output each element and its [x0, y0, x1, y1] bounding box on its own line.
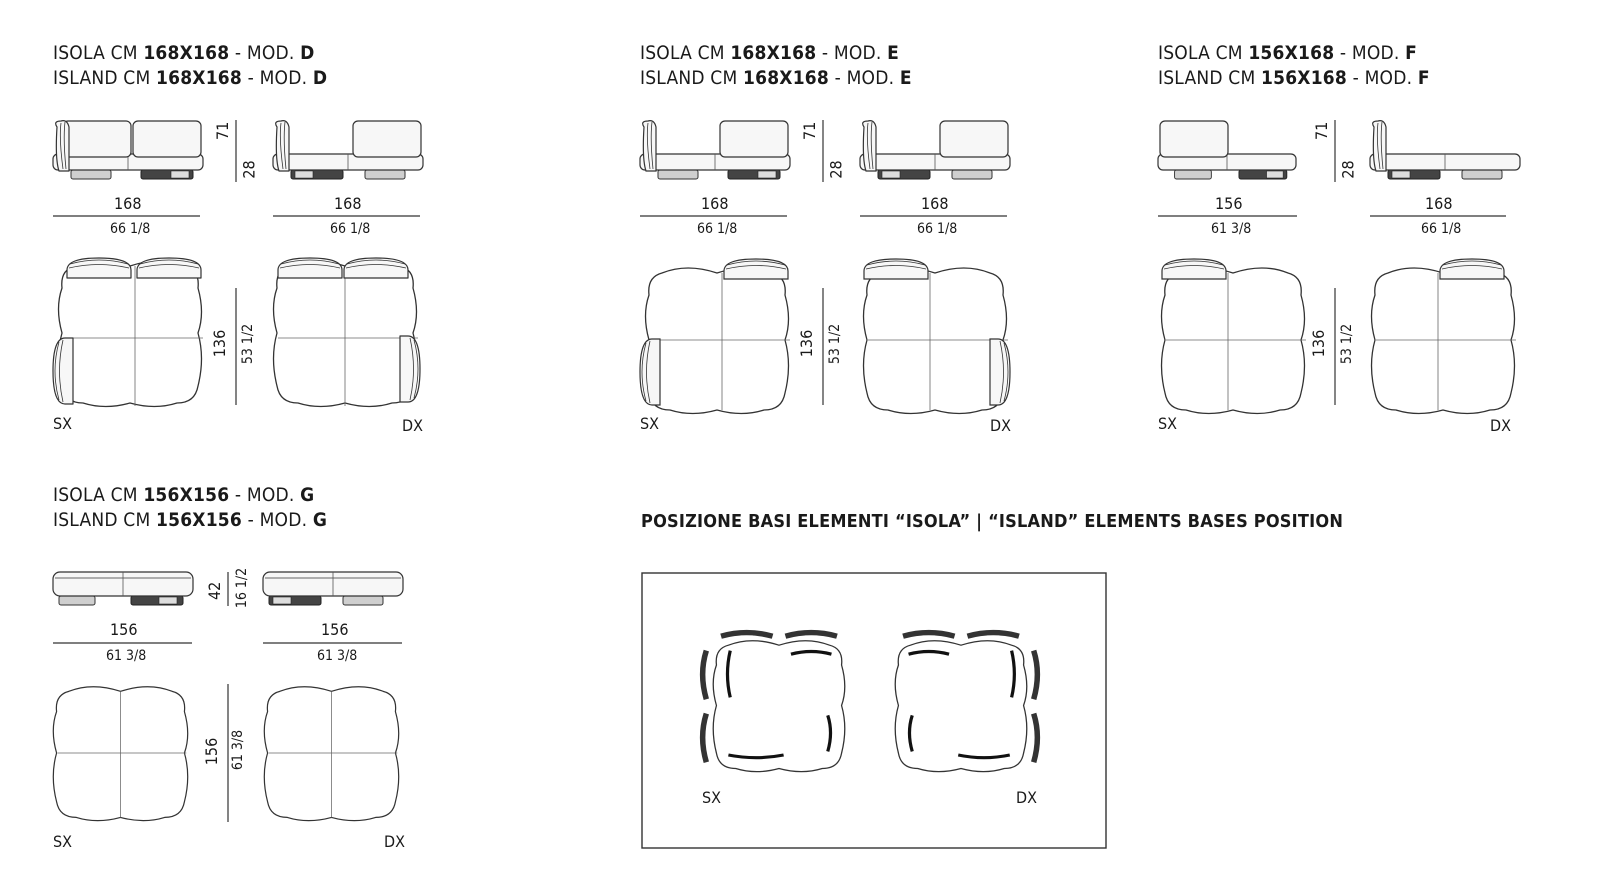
width-cm-dx: 168	[1425, 194, 1453, 213]
side-view-dx	[859, 119, 1011, 180]
side-view-sx	[52, 571, 194, 606]
bases-plan-dx	[894, 629, 1041, 773]
title-island: ISLAND CM 168X168 - MOD. D	[53, 67, 328, 89]
side-view-dx	[262, 571, 404, 606]
sx-label: SX	[1158, 414, 1177, 433]
dx-label: DX	[402, 416, 423, 435]
sx-label: SX	[53, 832, 72, 851]
depth-cm: 136	[1309, 329, 1329, 358]
title-isola: ISOLA CM 156X156 - MOD. G	[53, 484, 315, 506]
width-cm-sx: 156	[1215, 194, 1243, 213]
side-view-dx	[272, 119, 424, 180]
height-cm: 71	[800, 121, 819, 140]
top-view-sx	[52, 686, 189, 822]
depth-cm: 136	[797, 329, 817, 358]
depth-in: 53 1/2	[827, 323, 844, 365]
top-view-dx	[272, 257, 421, 408]
dx-label: DX	[990, 416, 1011, 435]
title-mod-e: ISOLA CM 168X168 - MOD. E ISLAND CM 168X…	[640, 41, 912, 91]
seat-cm: 28	[239, 160, 259, 179]
sx-label: SX	[640, 414, 659, 433]
title-island: ISLAND CM 168X168 - MOD. E	[640, 67, 912, 89]
width-cm-dx: 168	[334, 194, 362, 213]
width-cm-dx: 168	[921, 194, 949, 213]
top-view-sx	[52, 257, 203, 408]
bases-position-box	[641, 572, 1107, 849]
width-cm-sx: 168	[701, 194, 729, 213]
side-view-sx	[639, 119, 791, 180]
side-view-sx	[52, 119, 204, 180]
bases-heading: POSIZIONE BASI ELEMENTI “ISOLA” | “ISLAN…	[641, 511, 1344, 532]
top-view-dx	[263, 686, 400, 822]
seat-cm: 28	[826, 160, 846, 179]
module-e-drawings	[639, 119, 1011, 415]
module-g-drawings	[52, 571, 404, 822]
title-isola: ISOLA CM 168X168 - MOD. D	[53, 42, 315, 64]
title-mod-d: ISOLA CM 168X168 - MOD. D ISLAND CM 168X…	[53, 41, 327, 91]
seat-cm: 28	[1338, 160, 1358, 179]
width-in-sx: 66 1/8	[110, 221, 151, 237]
module-d-drawings	[52, 119, 424, 408]
side-view-sx	[1157, 120, 1297, 180]
top-view-dx	[1370, 258, 1516, 415]
side-view-dx	[1369, 119, 1521, 180]
width-cm-sx: 156	[110, 620, 138, 639]
depth-cm: 136	[210, 329, 230, 358]
top-view-sx	[1160, 258, 1306, 415]
height-cm: 71	[1312, 121, 1331, 140]
dx-label: DX	[384, 832, 405, 851]
width-in-sx: 66 1/8	[697, 221, 738, 237]
bases-dx-label: DX	[1016, 788, 1037, 807]
depth-in: 61 3/8	[230, 729, 247, 771]
top-view-dx	[862, 258, 1011, 415]
width-in-dx: 66 1/8	[1421, 221, 1462, 237]
title-mod-f: ISOLA CM 156X168 - MOD. F ISLAND CM 156X…	[1158, 41, 1430, 91]
title-island: ISLAND CM 156X168 - MOD. F	[1158, 67, 1430, 89]
width-in-sx: 61 3/8	[1211, 221, 1252, 237]
depth-in: 53 1/2	[1339, 323, 1356, 365]
title-isola: ISOLA CM 168X168 - MOD. E	[640, 42, 900, 64]
title-island: ISLAND CM 156X156 - MOD. G	[53, 509, 328, 531]
top-view-sx	[639, 258, 790, 415]
width-in-dx: 61 3/8	[317, 648, 358, 664]
depth-in: 53 1/2	[240, 323, 257, 365]
bases-plan-sx	[699, 629, 846, 773]
seat-cm: 16 1/2	[234, 567, 251, 609]
title-isola: ISOLA CM 156X168 - MOD. F	[1158, 42, 1418, 64]
depth-cm: 156	[202, 737, 222, 766]
width-in-dx: 66 1/8	[330, 221, 371, 237]
width-in-dx: 66 1/8	[917, 221, 958, 237]
height-cm: 42	[205, 581, 224, 600]
width-in-sx: 61 3/8	[106, 648, 147, 664]
height-cm: 71	[213, 121, 232, 140]
title-mod-g: ISOLA CM 156X156 - MOD. G ISLAND CM 156X…	[53, 483, 327, 533]
width-cm-dx: 156	[321, 620, 349, 639]
module-f-drawings	[1157, 119, 1521, 415]
width-cm-sx: 168	[114, 194, 142, 213]
dx-label: DX	[1490, 416, 1511, 435]
bases-sx-label: SX	[702, 788, 721, 807]
sx-label: SX	[53, 414, 72, 433]
